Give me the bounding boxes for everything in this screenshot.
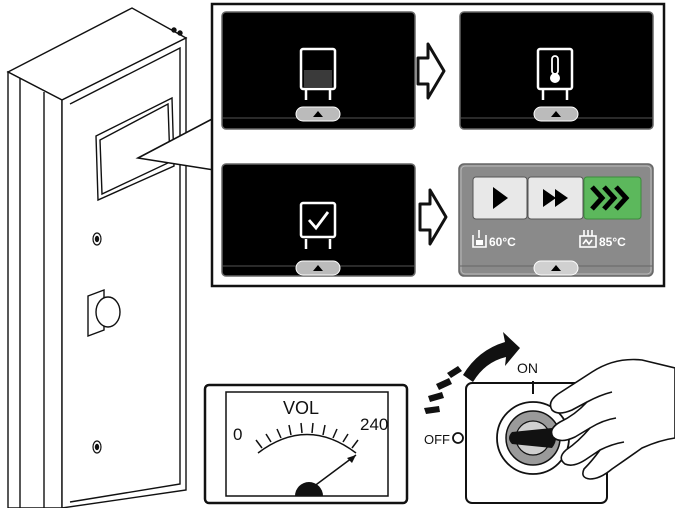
up-arrow-icon <box>551 111 561 117</box>
wash-temperature: 60°C <box>489 235 516 249</box>
screen-menu-tab[interactable] <box>533 106 579 122</box>
machine-screw <box>92 232 102 246</box>
triple-chevron-icon <box>590 185 630 211</box>
off-marker <box>452 432 464 444</box>
screen-heating <box>459 11 654 130</box>
sequence-arrow-icon <box>418 188 448 246</box>
program-short-button[interactable] <box>472 176 528 220</box>
wash-tank-icon <box>472 230 487 248</box>
screen-menu-tab[interactable] <box>533 260 579 276</box>
machine-cabinet <box>6 7 188 508</box>
program-normal-button[interactable] <box>527 176 584 220</box>
hand-illustration <box>549 358 675 480</box>
rinse-temperature: 85°C <box>599 235 626 249</box>
meter-min-label: 0 <box>233 425 243 444</box>
main-switch[interactable] <box>452 381 608 504</box>
sequence-arrow-icon <box>416 42 446 100</box>
tank-empty-icon <box>299 47 337 100</box>
meter-title: VOL <box>283 398 320 418</box>
tank-ready-check-icon <box>299 201 337 249</box>
screen-program-select <box>458 163 654 277</box>
meter-max-label: 240 <box>360 415 389 434</box>
meter-needle <box>308 454 357 491</box>
up-arrow-icon <box>313 111 323 117</box>
switch-handle <box>509 428 556 448</box>
machine-screw <box>92 440 102 454</box>
machine-start-knob[interactable] <box>87 288 121 338</box>
tank-heating-icon <box>536 47 574 100</box>
play-icon <box>493 187 508 209</box>
up-arrow-icon <box>551 265 561 271</box>
thermometer-icon <box>551 55 559 75</box>
program-intensive-button[interactable] <box>583 176 642 220</box>
rotate-motion-arrow-icon <box>424 332 520 414</box>
screen-ready <box>221 163 416 277</box>
screen-menu-tab[interactable] <box>295 106 341 122</box>
rinse-boiler-icon <box>579 230 597 248</box>
switch-off-label: OFF <box>424 432 450 447</box>
double-play-icon <box>543 189 568 207</box>
switch-on-label: ON <box>517 360 538 376</box>
screen-empty-tank <box>221 11 416 130</box>
meter-tick-marks <box>255 422 359 449</box>
meter-scale-arc <box>257 433 357 454</box>
up-arrow-icon <box>313 265 323 271</box>
voltmeter <box>203 383 409 505</box>
screen-menu-tab[interactable] <box>295 260 341 276</box>
meter-pivot <box>295 482 323 496</box>
